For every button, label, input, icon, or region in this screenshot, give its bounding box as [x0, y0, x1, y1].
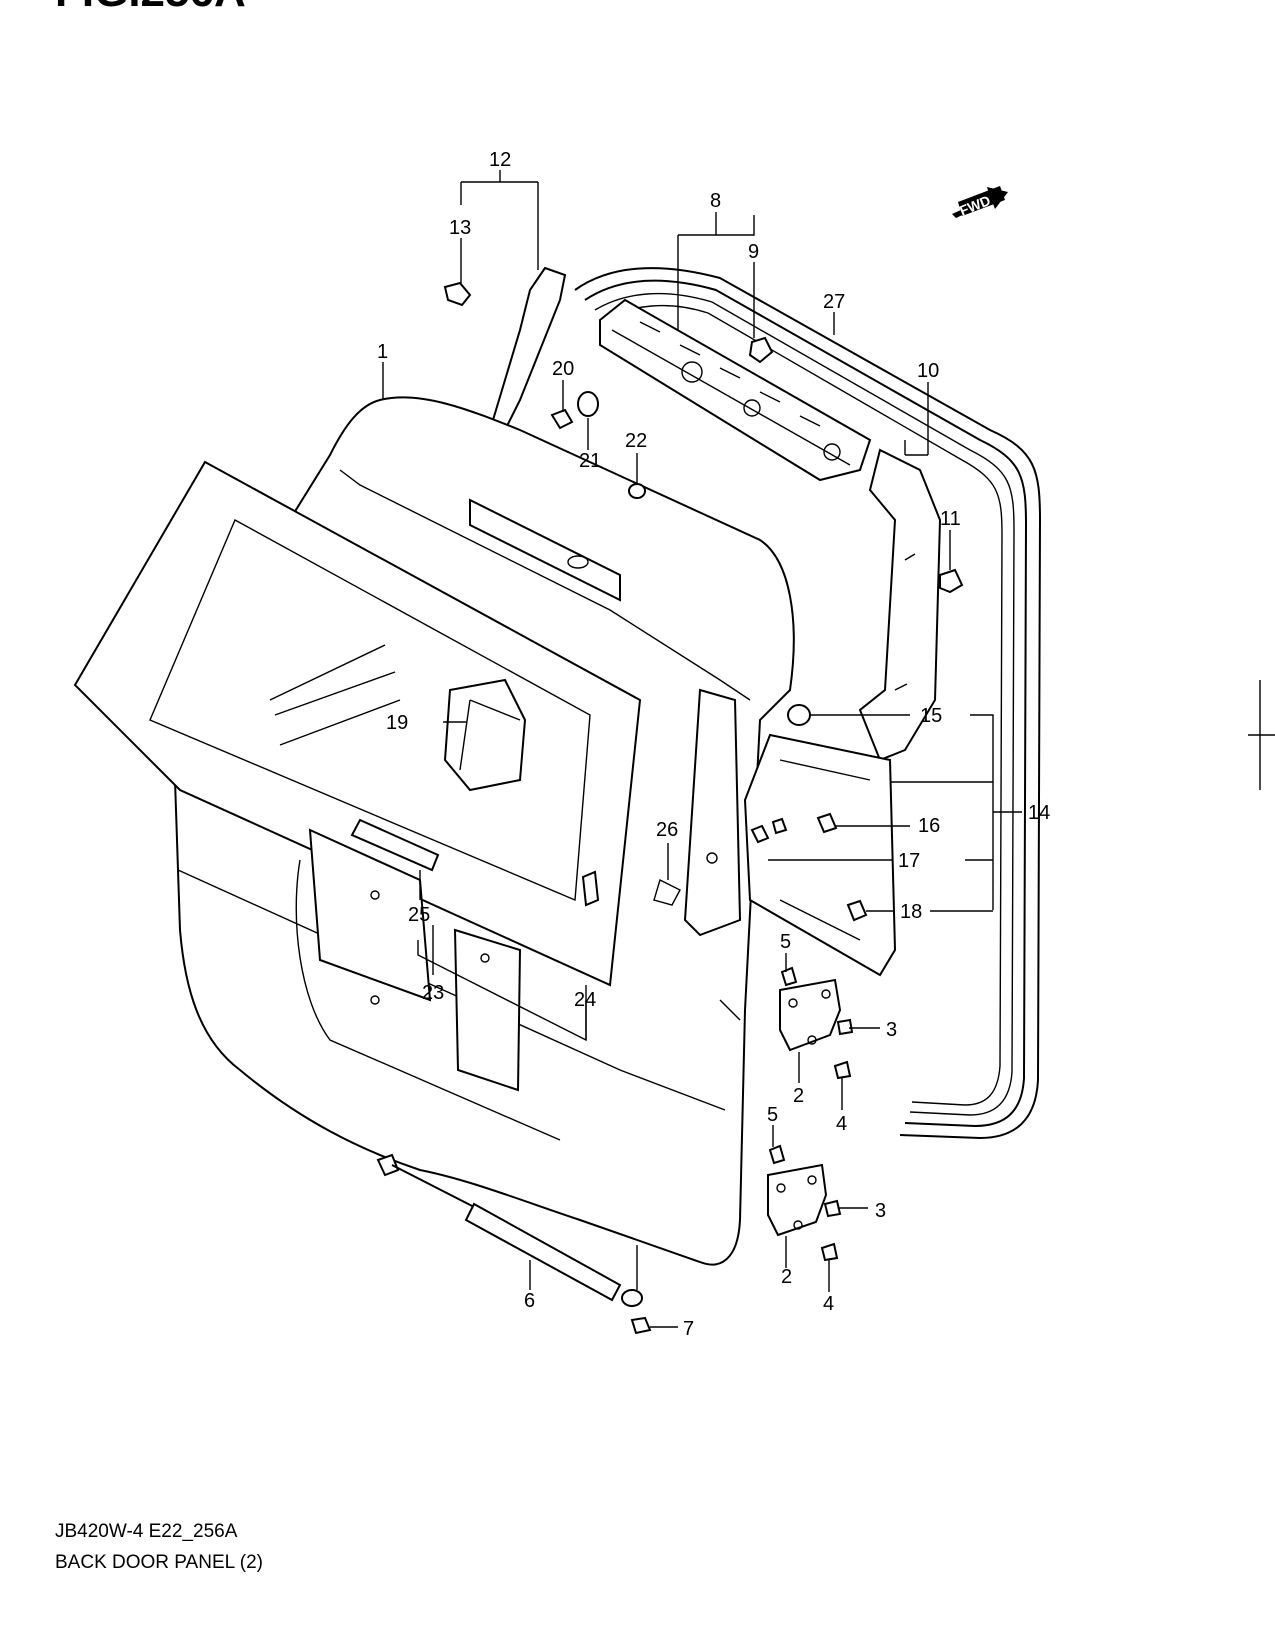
- callout-3-lower: 3: [875, 1200, 886, 1222]
- callout-15: 15: [920, 705, 942, 727]
- side-trim-12: [488, 266, 567, 431]
- cap-19: [443, 678, 527, 792]
- callout-6: 6: [524, 1290, 535, 1312]
- callout-12: 12: [489, 149, 511, 171]
- callout-5-upper: 5: [780, 931, 791, 953]
- handle-strip-25: [350, 818, 440, 872]
- leader-lines: [382, 170, 1022, 1328]
- forward-arrow-icon: FWD: [952, 186, 1008, 219]
- upper-trim-8: [599, 298, 872, 482]
- callout-11: 11: [940, 508, 961, 530]
- callout-23: 23: [422, 982, 444, 1004]
- callout-10: 10: [917, 360, 939, 382]
- callout-20: 20: [552, 358, 574, 380]
- fastener-9: [748, 336, 774, 364]
- callout-2-lower: 2: [781, 1266, 792, 1288]
- striker-24: [581, 870, 600, 907]
- callout-24: 24: [574, 989, 596, 1011]
- fastener-18: [846, 899, 868, 922]
- bracket-14: [743, 733, 897, 977]
- callout-3-upper: 3: [886, 1019, 897, 1041]
- callout-27: 27: [823, 291, 845, 313]
- clip-16: [816, 812, 838, 834]
- plug-15: [787, 704, 811, 726]
- side-trim-strip-26: [653, 688, 742, 937]
- callout-8: 8: [710, 190, 721, 212]
- callout-13: 13: [449, 217, 471, 239]
- gas-strut-6: [376, 1153, 643, 1307]
- fastener-11: [939, 568, 964, 594]
- callout-18: 18: [900, 901, 922, 923]
- inner-panel-23: [308, 828, 522, 1092]
- hinge-lower: [767, 1144, 842, 1262]
- callout-22: 22: [625, 430, 647, 452]
- callout-9: 9: [748, 241, 759, 263]
- plug-21: [577, 391, 599, 417]
- door-lamp: [469, 498, 621, 602]
- glass-panel: [73, 460, 642, 987]
- callout-16: 16: [918, 815, 940, 837]
- plug-22: [628, 483, 646, 499]
- registration-mark: [1248, 680, 1275, 790]
- callout-1: 1: [377, 341, 388, 363]
- callout-19: 19: [386, 712, 408, 734]
- callout-21: 21: [579, 450, 601, 472]
- figure-title: FIG.256A: [55, 0, 246, 16]
- fastener-13: [443, 281, 472, 307]
- callout-4-upper: 4: [836, 1113, 847, 1135]
- weatherstrip-27: [574, 267, 1042, 1140]
- callout-25: 25: [408, 904, 430, 926]
- callout-4-lower: 4: [823, 1293, 834, 1315]
- callout-17: 17: [898, 850, 920, 872]
- diagram-name: BACK DOOR PANEL (2): [55, 1552, 263, 1573]
- plug-20: [550, 408, 574, 430]
- clip-17: [750, 817, 788, 844]
- callout-7: 7: [683, 1318, 694, 1340]
- callout-labels: 12 13 8 9 27 1 20 10 22 21 11 15 19 14 1…: [377, 149, 1050, 1340]
- callout-5-lower: 5: [767, 1104, 778, 1126]
- callout-2-upper: 2: [793, 1085, 804, 1107]
- callout-14: 14: [1028, 802, 1050, 824]
- nut-7: [630, 1316, 652, 1335]
- forward-arrow-label: FWD: [957, 192, 993, 219]
- hinge-upper: [779, 966, 854, 1080]
- diagram-code: JB420W-4 E22_256A: [55, 1521, 238, 1542]
- callout-26: 26: [656, 819, 678, 841]
